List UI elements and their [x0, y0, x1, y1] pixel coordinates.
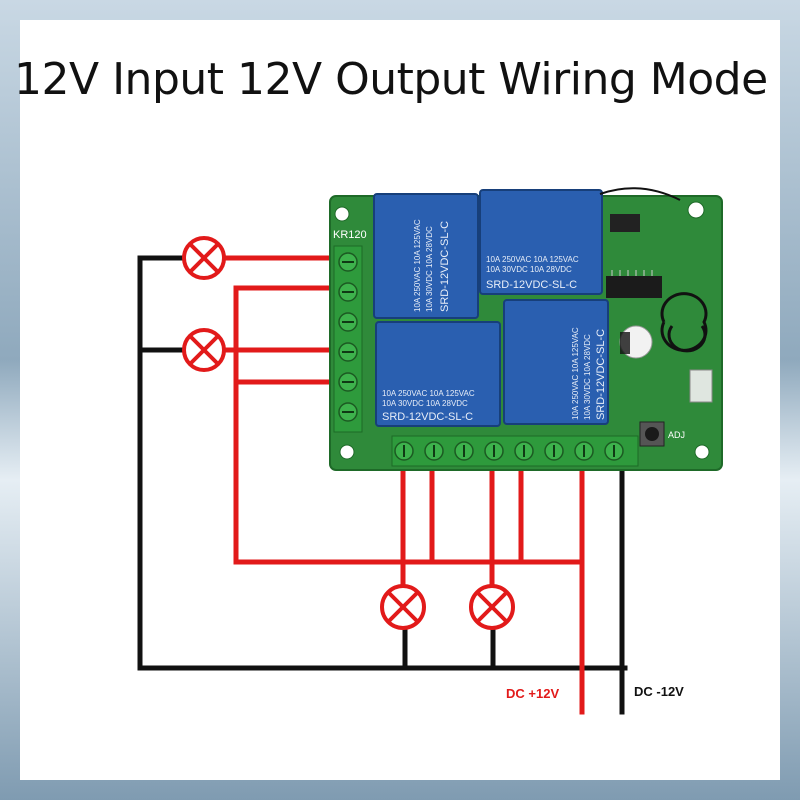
lamp-icon	[182, 328, 226, 372]
relay-board: KR120	[329, 187, 723, 471]
svg-text:SRD-12VDC-SL-C: SRD-12VDC-SL-C	[382, 411, 473, 423]
lamp-icon	[469, 584, 515, 630]
svg-text:10A 30VDC 10A 28VDC: 10A 30VDC 10A 28VDC	[425, 226, 434, 312]
relay-1: SRD-12VDC-SL-C 10A 30VDC 10A 28VDC 10A 2…	[373, 193, 479, 319]
svg-text:10A 250VAC 10A 125VAC: 10A 250VAC 10A 125VAC	[486, 255, 579, 264]
dc-positive-label: DC +12V	[506, 686, 559, 701]
svg-text:10A 30VDC 10A 28VDC: 10A 30VDC 10A 28VDC	[382, 399, 468, 408]
svg-text:10A 250VAC 10A 125VAC: 10A 250VAC 10A 125VAC	[413, 219, 422, 312]
lamp-icon	[380, 584, 426, 630]
svg-text:SRD-12VDC-SL-C: SRD-12VDC-SL-C	[595, 329, 607, 420]
page-title: 12V Input 12V Output Wiring Mode	[14, 54, 768, 105]
relay-3: 10A 250VAC 10A 125VAC 10A 30VDC 10A 28VD…	[375, 321, 501, 427]
lamp-icon	[182, 236, 226, 280]
receiver-module: ADJ	[599, 187, 713, 447]
svg-text:10A 30VDC 10A 28VDC: 10A 30VDC 10A 28VDC	[583, 334, 592, 420]
left-terminal-block	[333, 245, 363, 433]
svg-text:10A 250VAC 10A 125VAC: 10A 250VAC 10A 125VAC	[571, 327, 580, 420]
dc-negative-label: DC -12V	[634, 684, 684, 699]
svg-text:10A 250VAC 10A 125VAC: 10A 250VAC 10A 125VAC	[382, 389, 475, 398]
positive-wires	[223, 255, 585, 715]
board-model-label: KR120	[333, 229, 367, 241]
svg-text:SRD-12VDC-SL-C: SRD-12VDC-SL-C	[439, 221, 451, 312]
svg-text:10A 30VDC 10A 28VDC: 10A 30VDC 10A 28VDC	[486, 265, 572, 274]
negative-wires	[137, 255, 628, 715]
relay-2: 10A 250VAC 10A 125VAC 10A 30VDC 10A 28VD…	[479, 189, 603, 295]
adj-label: ADJ	[668, 430, 685, 440]
svg-text:SRD-12VDC-SL-C: SRD-12VDC-SL-C	[486, 279, 577, 291]
bottom-terminal-block	[391, 435, 639, 467]
relay-4: SRD-12VDC-SL-C 10A 30VDC 10A 28VDC 10A 2…	[503, 299, 609, 425]
